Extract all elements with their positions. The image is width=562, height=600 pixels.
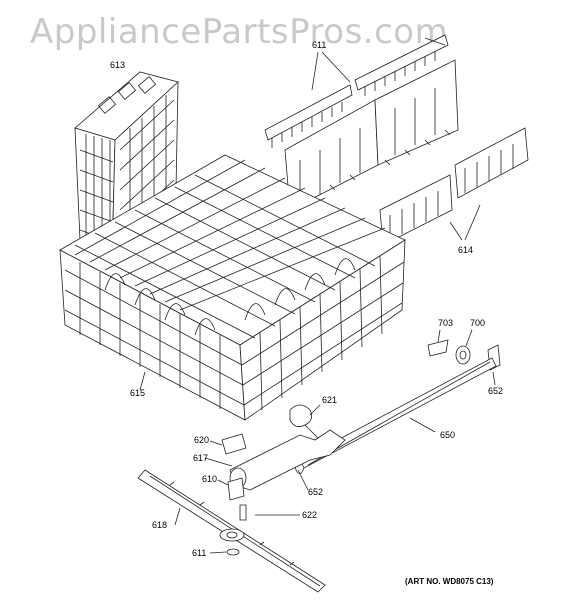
watermark: AppliancePartsPros.com (30, 12, 449, 52)
callout-650: 650 (440, 430, 456, 440)
callout-617: 617 (193, 453, 209, 463)
tine-rows-614 (379, 127, 529, 246)
spray-arm (137, 469, 326, 593)
art-number: (ART NO. WD8075 C13) (405, 577, 494, 586)
callout-652-lower: 652 (308, 487, 324, 497)
callout-622: 622 (302, 510, 318, 520)
callout-611-bottom: 611 (192, 548, 207, 558)
callout-620: 620 (194, 435, 210, 445)
callout-614: 614 (458, 245, 474, 255)
callout-618: 618 (152, 520, 168, 530)
small-parts-right (427, 329, 501, 386)
callout-700: 700 (470, 318, 486, 328)
callout-615: 615 (130, 388, 146, 398)
manifold-assembly (204, 404, 346, 491)
callout-610: 610 (202, 474, 218, 484)
callout-611-top: 611 (312, 40, 327, 50)
upper-rack (59, 154, 406, 421)
callout-613: 613 (110, 60, 126, 70)
callout-621: 621 (322, 395, 338, 405)
callout-703: 703 (438, 318, 454, 328)
tine-rows-upper (264, 34, 459, 211)
callout-652-right: 652 (488, 386, 504, 396)
feed-tube (294, 357, 497, 491)
